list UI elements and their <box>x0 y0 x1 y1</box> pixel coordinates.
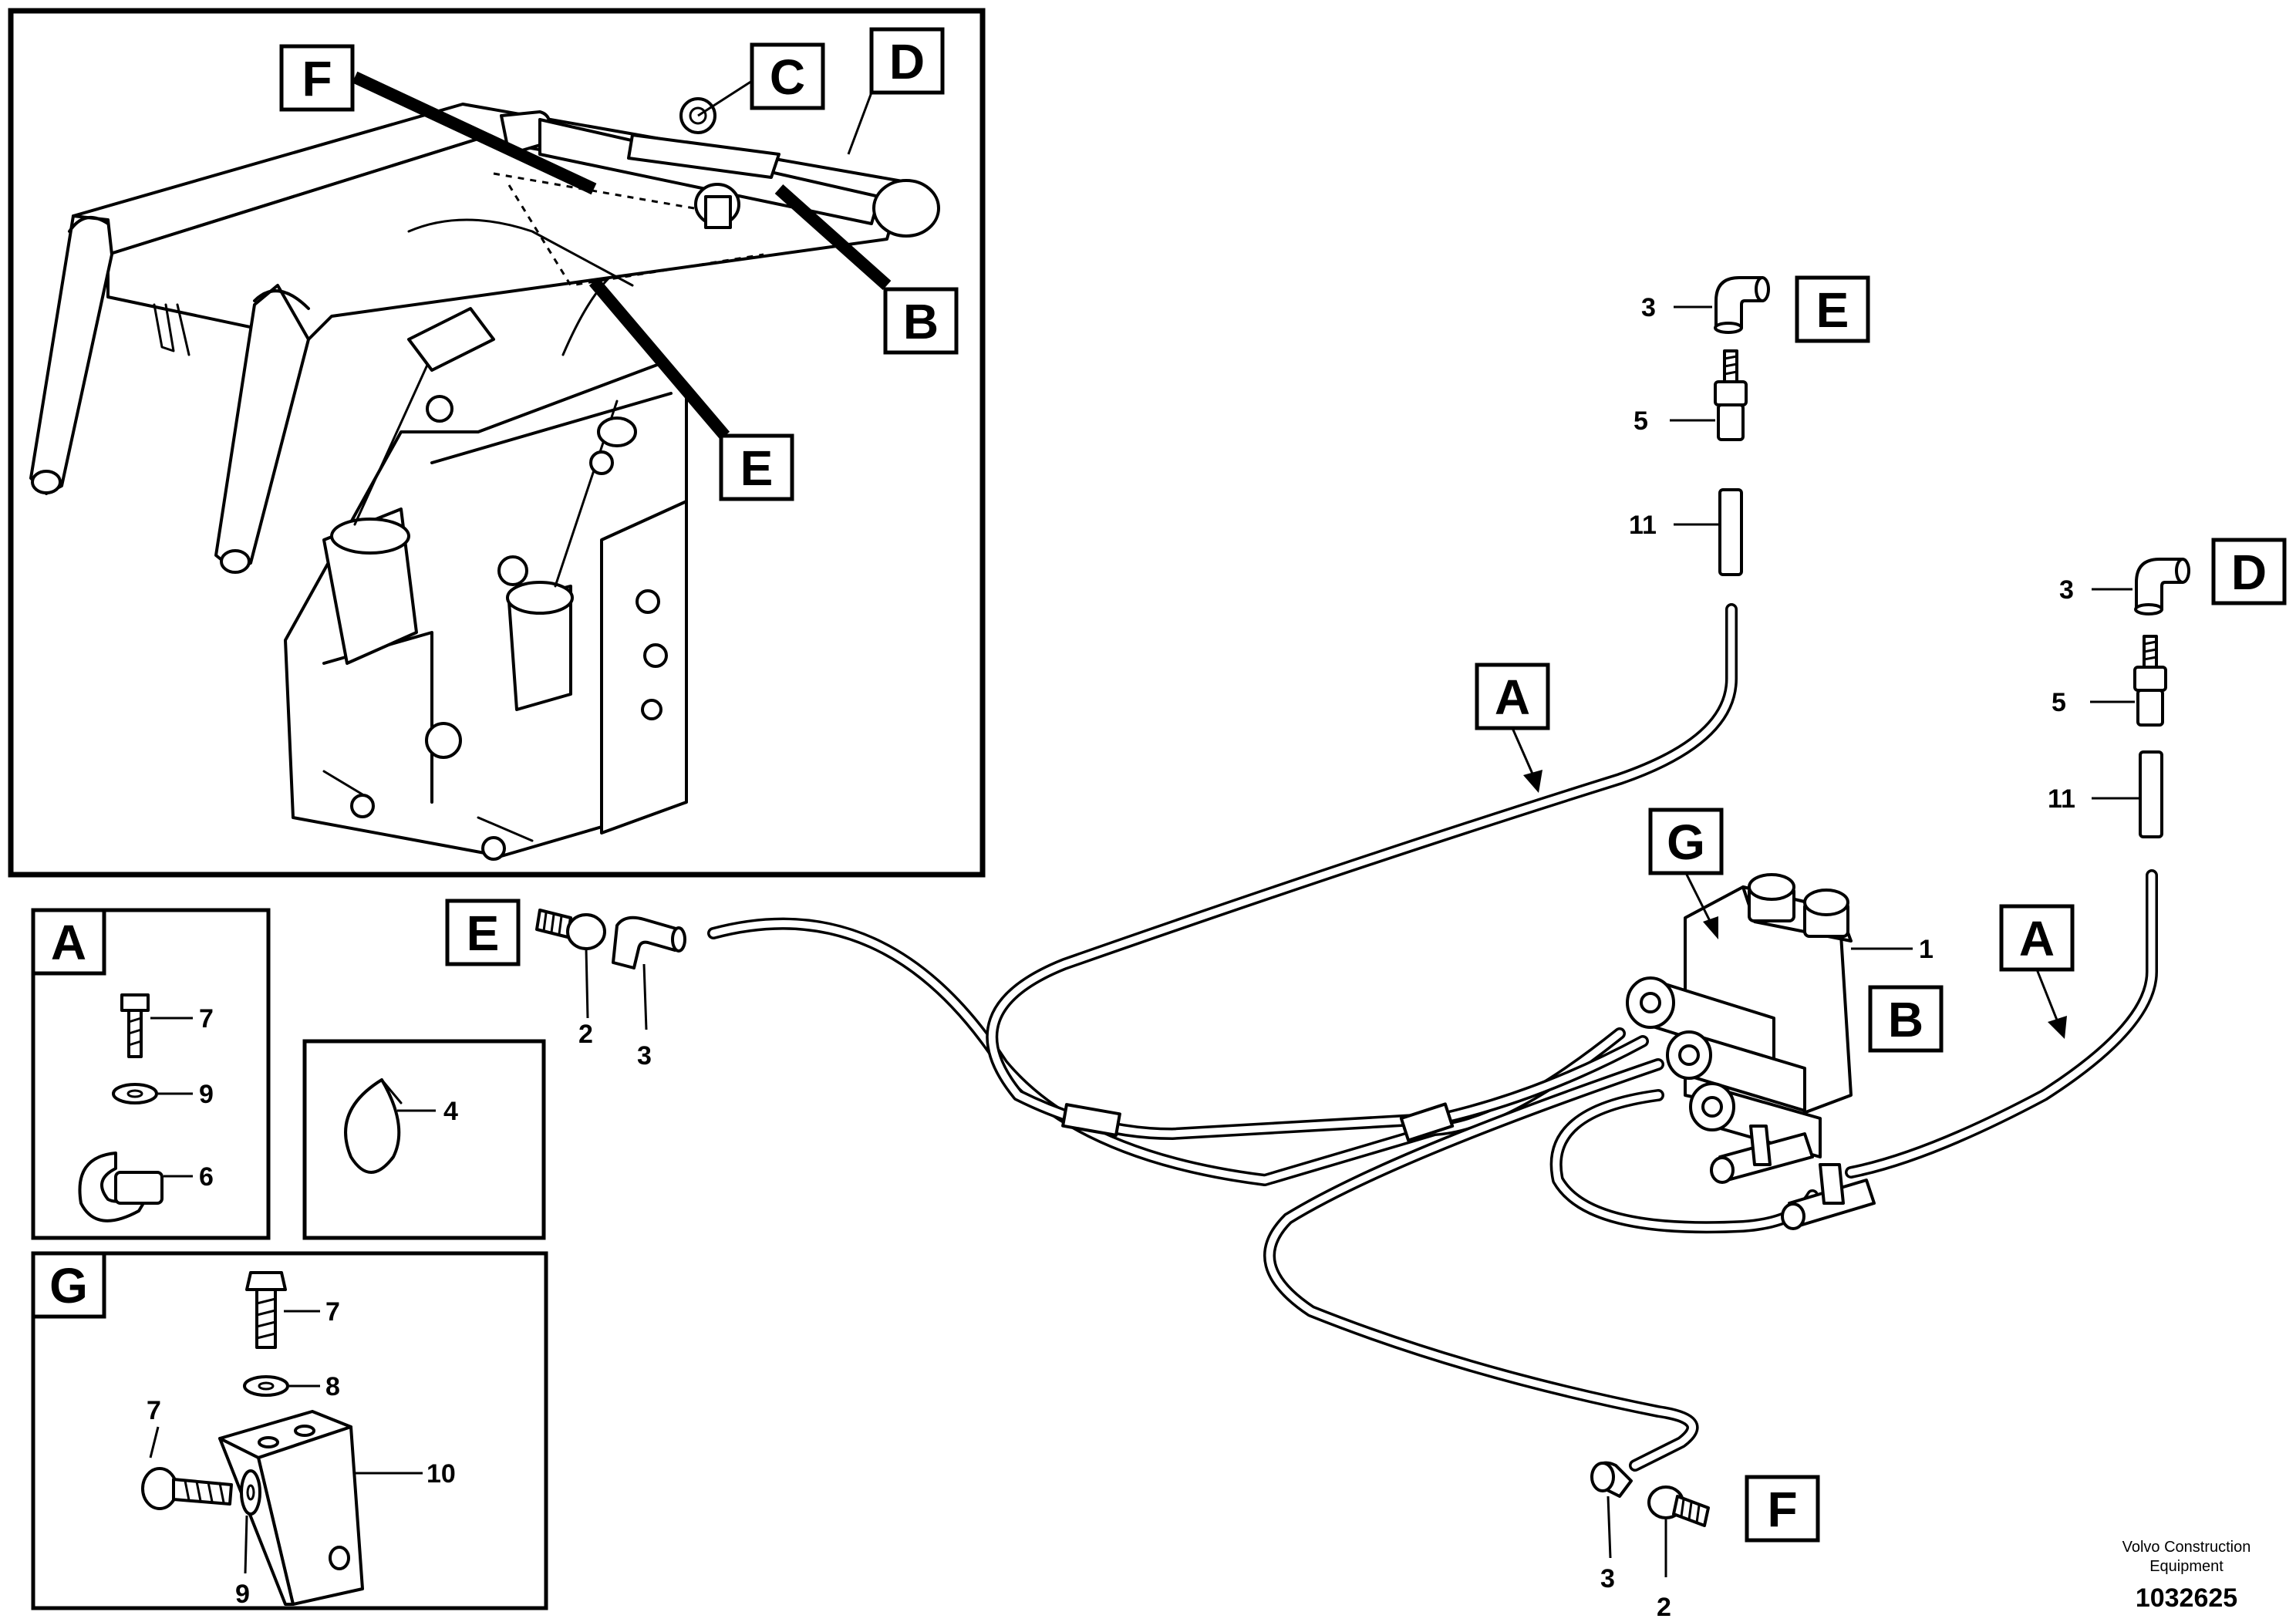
detail-panel-g: G 7 8 10 7 <box>31 1251 548 1610</box>
svg-text:9: 9 <box>199 1080 214 1109</box>
svg-text:7: 7 <box>199 1004 214 1034</box>
svg-text:3: 3 <box>1641 293 1656 322</box>
sleeve-11-e: 11 <box>1629 488 1743 576</box>
label-a-hose-1: A <box>1475 663 1550 793</box>
hose-sleeve-2 <box>1399 1102 1455 1142</box>
svg-text:E: E <box>1816 282 1849 338</box>
label-c: C <box>697 42 825 117</box>
label-d-machine: D <box>847 27 945 155</box>
bolt-7-a: 7 <box>120 993 214 1058</box>
credit-line-2: Equipment <box>2149 1558 2224 1575</box>
label-g-assembly: G <box>1648 808 1724 939</box>
svg-text:3: 3 <box>637 1041 652 1071</box>
label-b-machine: B <box>774 184 959 355</box>
connector-2-f: 2 <box>1647 1485 1710 1622</box>
svg-text:A: A <box>1495 669 1530 725</box>
svg-text:7: 7 <box>325 1297 340 1327</box>
label-a-hose-2: A <box>1999 904 2075 1039</box>
svg-text:D: D <box>889 34 925 89</box>
sleeve-11-d: 11 <box>2048 750 2163 838</box>
svg-text:A: A <box>51 915 86 970</box>
svg-text:9: 9 <box>235 1580 250 1609</box>
svg-text:E: E <box>467 905 500 961</box>
loader-frame-drawing <box>284 218 688 861</box>
svg-text:F: F <box>302 51 332 106</box>
hose-sleeve <box>1061 1103 1121 1137</box>
svg-text:A: A <box>2019 911 2055 966</box>
svg-text:3: 3 <box>1600 1564 1615 1593</box>
svg-text:F: F <box>1767 1482 1797 1537</box>
svg-text:3: 3 <box>2059 575 2074 605</box>
loader-arm-drawing <box>29 97 940 574</box>
fitting-f-bottom: F 3 2 <box>1590 1461 1820 1622</box>
connector-2-e: 2 <box>535 909 606 1049</box>
svg-text:7: 7 <box>147 1396 161 1425</box>
machine-overview-panel: F C D B E <box>8 8 986 878</box>
svg-text:G: G <box>49 1258 88 1313</box>
detail-panel-tie: 4 <box>302 1039 546 1240</box>
hose-assembly <box>707 603 2158 1472</box>
bolt-7-g-side: 7 <box>141 1396 233 1510</box>
hose-route-dashed <box>507 184 764 287</box>
label-b-assembly: B <box>1868 985 1944 1053</box>
elbow-3-f: 3 <box>1590 1461 1633 1593</box>
svg-text:D: D <box>2231 545 2267 600</box>
washer-8: 8 <box>243 1372 340 1401</box>
credit-line-1: Volvo Construction <box>2122 1539 2251 1556</box>
svg-text:4: 4 <box>443 1097 458 1126</box>
hose-route-dashed-2 <box>493 172 695 210</box>
svg-text:8: 8 <box>325 1372 340 1401</box>
svg-text:E: E <box>740 440 774 496</box>
elbow-3-d: 3 <box>2059 558 2190 615</box>
washer-9-g: 9 <box>235 1469 261 1609</box>
fitting-stack-e: E 3 5 11 <box>1629 275 1870 576</box>
svg-text:C: C <box>770 49 805 105</box>
svg-text:11: 11 <box>2048 784 2075 814</box>
svg-text:2: 2 <box>1657 1593 1671 1622</box>
nut-5-d: 5 <box>2052 635 2167 727</box>
reference-number: 1032625 <box>2136 1583 2237 1613</box>
elbow-3-e: 3 <box>1641 276 1770 334</box>
svg-text:B: B <box>903 294 939 349</box>
elbow-3-e-left: 3 <box>612 916 686 1071</box>
washer-9-a: 9 <box>112 1080 214 1109</box>
bolt-7-g-top: 7 <box>245 1271 340 1349</box>
svg-text:11: 11 <box>1629 511 1657 540</box>
svg-text:B: B <box>1888 992 1923 1047</box>
svg-text:G: G <box>1667 814 1705 870</box>
label-f-machine: F <box>279 44 597 195</box>
fitting-e-left: E 2 3 <box>445 899 686 1071</box>
detail-panel-a: A 7 9 6 <box>31 908 271 1240</box>
clamp-6: 6 <box>78 1152 214 1222</box>
svg-text:5: 5 <box>1633 406 1648 436</box>
label-e-machine: E <box>588 277 794 501</box>
valve-block-1: 1 <box>1626 873 1934 1230</box>
footer-credit: Volvo Construction Equipment 1032625 <box>2122 1539 2251 1613</box>
svg-text:5: 5 <box>2052 688 2066 717</box>
svg-text:10: 10 <box>426 1459 456 1489</box>
svg-text:1: 1 <box>1919 935 1934 964</box>
svg-text:6: 6 <box>199 1162 214 1192</box>
svg-text:2: 2 <box>578 1020 593 1049</box>
nut-5-e: 5 <box>1633 349 1748 441</box>
fitting-stack-d: D 3 5 11 <box>2048 538 2287 838</box>
bracket-10: 10 <box>218 1410 456 1606</box>
cable-tie-4: 4 <box>344 1078 458 1174</box>
